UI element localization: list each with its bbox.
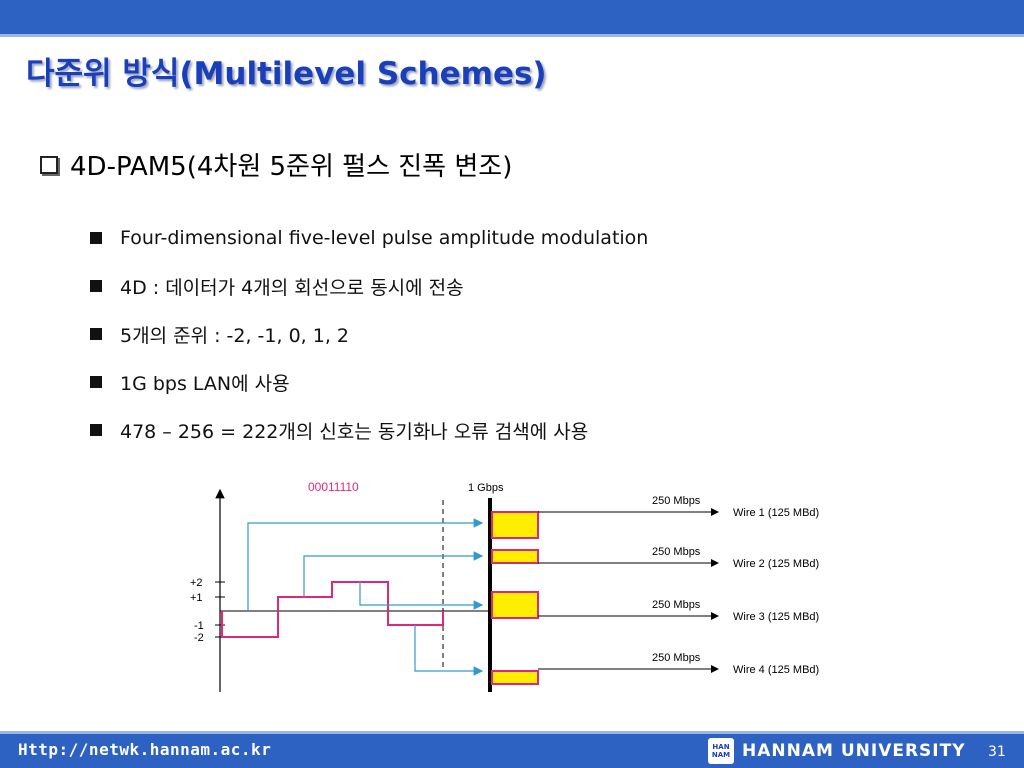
wire1-arrow bbox=[247, 518, 484, 611]
wire4-pulse bbox=[491, 670, 539, 685]
list-item: 478 – 256 = 222개의 신호는 동기화나 오류 검색에 사용 bbox=[90, 406, 648, 454]
list-item-text: 1G bps LAN에 사용 bbox=[120, 372, 290, 395]
university-name: HANNAM UNIVERSITY bbox=[742, 741, 966, 761]
wire2-arrow bbox=[303, 551, 484, 597]
list-item: 5개의 준위 : -2, -1, 0, 1, 2 bbox=[90, 310, 648, 358]
list-item-text: Four-dimensional five-level pulse amplit… bbox=[120, 227, 649, 249]
y-label: +2 bbox=[190, 577, 203, 589]
wire-rate-label: 250 Mbps bbox=[652, 652, 701, 664]
square-bullet-icon bbox=[90, 328, 102, 340]
slide-title: 다준위 방식(Multilevel Schemes) bbox=[26, 56, 547, 92]
top-header-divider bbox=[0, 34, 1024, 37]
wire3-pulse bbox=[491, 591, 539, 619]
wire1-pulse bbox=[491, 511, 539, 539]
wire-rate-label: 250 Mbps bbox=[652, 599, 701, 611]
footer-bar bbox=[0, 734, 1024, 768]
pam5-signal bbox=[221, 581, 444, 638]
page-number: 31 bbox=[988, 744, 1006, 760]
footer-url[interactable]: Http://netwk.hannam.ac.kr bbox=[18, 740, 272, 759]
square-bullet-icon bbox=[90, 376, 102, 388]
footer-divider bbox=[0, 731, 1024, 734]
wire4-arrow bbox=[414, 625, 484, 676]
checkbox-bullet-icon bbox=[40, 155, 58, 174]
list-item: Four-dimensional five-level pulse amplit… bbox=[90, 214, 648, 262]
square-bullet-icon bbox=[90, 424, 102, 436]
sub-bullet-list: Four-dimensional five-level pulse amplit… bbox=[90, 214, 648, 454]
university-logo-icon: HAN NAM bbox=[708, 738, 734, 764]
top-header-bar bbox=[0, 0, 1024, 34]
main-bullet-text: 4D-PAM5(4차원 5준위 펄스 진폭 변조) bbox=[70, 152, 513, 182]
wire-rate-label: 250 Mbps bbox=[652, 495, 701, 507]
input-rate-label: 1 Gbps bbox=[468, 482, 504, 494]
wire-label: Wire 1 (125 MBd) bbox=[733, 507, 819, 519]
list-item: 4D : 데이터가 4개의 회선으로 동시에 전송 bbox=[90, 262, 648, 310]
list-item-text: 478 – 256 = 222개의 신호는 동기화나 오류 검색에 사용 bbox=[120, 420, 589, 443]
university-brand: HAN NAM HANNAM UNIVERSITY bbox=[708, 735, 966, 767]
y-label: -1 bbox=[194, 620, 204, 632]
wire2-pulse bbox=[491, 549, 539, 564]
wire-rate-label: 250 Mbps bbox=[652, 546, 701, 558]
list-item: 1G bps LAN에 사용 bbox=[90, 358, 648, 406]
list-item-text: 4D : 데이터가 4개의 회선으로 동시에 전송 bbox=[120, 276, 464, 299]
wire-label: Wire 2 (125 MBd) bbox=[733, 558, 819, 570]
square-bullet-icon bbox=[90, 232, 102, 244]
wire-label: Wire 4 (125 MBd) bbox=[733, 664, 819, 676]
bit-pattern-label: 00011110 bbox=[308, 480, 359, 494]
main-bullet: 4D-PAM5(4차원 5준위 펄스 진폭 변조) bbox=[40, 146, 512, 183]
list-item-text: 5개의 준위 : -2, -1, 0, 1, 2 bbox=[120, 324, 349, 347]
y-label: +1 bbox=[190, 592, 203, 604]
square-bullet-icon bbox=[90, 280, 102, 292]
wire-label: Wire 3 (125 MBd) bbox=[733, 611, 819, 623]
pam5-diagram: +2 +1 -1 -2 00011110 1 Gbps 250 Mbps 250… bbox=[190, 480, 819, 692]
wire3-arrow bbox=[359, 582, 484, 610]
y-label: -2 bbox=[194, 632, 204, 644]
